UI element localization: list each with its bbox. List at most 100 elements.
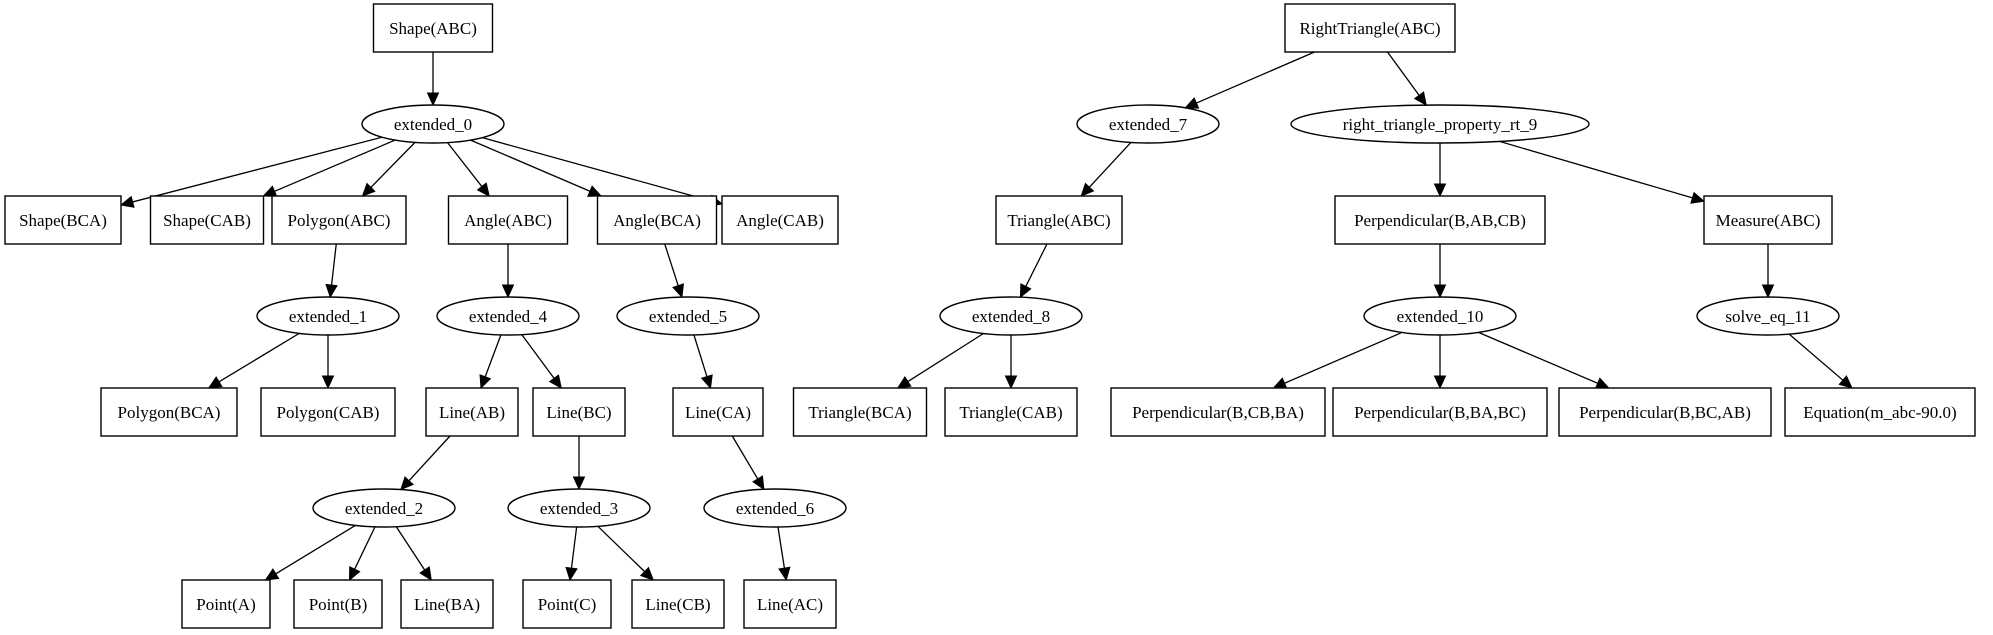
arrowhead-icon — [1433, 375, 1447, 390]
edge-line — [395, 526, 426, 571]
arrowhead-icon — [119, 195, 135, 208]
node-label: Shape(ABC) — [389, 19, 477, 38]
edge-extended-0-to-shape-bca — [119, 136, 383, 208]
node-extended-4: extended_4 — [436, 296, 580, 336]
arrowhead-icon — [262, 185, 278, 197]
node-point-a: Point(A) — [181, 579, 271, 629]
node-label: Perpendicular(B,BC,AB) — [1579, 403, 1751, 422]
node-angle-abc: Angle(ABC) — [447, 195, 569, 245]
edge-line-bc-to-extended-3 — [572, 436, 586, 491]
node-triangle-abc: Triangle(ABC) — [995, 195, 1123, 245]
node-label: Perpendicular(B,BA,BC) — [1354, 403, 1526, 422]
predicate-box — [100, 387, 238, 437]
node-label: Equation(m_abc-90.0) — [1803, 403, 1956, 422]
node-extended-3: extended_3 — [507, 488, 651, 528]
edge-rt-property-9-to-measure-abc — [1499, 140, 1706, 204]
arrowhead-icon — [264, 568, 280, 581]
node-label: Polygon(ABC) — [288, 211, 391, 230]
node-extended-8: extended_8 — [939, 296, 1083, 336]
predicate-box — [271, 195, 407, 245]
edge-solve-eq-11-to-equation-m-abc — [1788, 333, 1853, 389]
edge-line — [597, 525, 646, 573]
edge-extended-10-to-perp-b-bc-ab — [1478, 331, 1610, 389]
predicate-box — [631, 579, 725, 629]
arrowhead-icon — [361, 182, 376, 197]
arrowhead-icon — [572, 476, 586, 491]
edge-triangle-abc-to-extended-8 — [1019, 243, 1048, 299]
node-extended-0: extended_0 — [361, 104, 505, 144]
edge-line — [1025, 243, 1048, 287]
edge-line — [132, 136, 383, 203]
edge-perp-b-ab-cb-to-extended-10 — [1433, 244, 1447, 299]
node-label: extended_0 — [394, 115, 472, 134]
node-label: extended_2 — [345, 499, 423, 518]
edge-angle-abc-to-extended-4 — [501, 244, 515, 299]
predicate-box — [1703, 195, 1833, 245]
node-perp-b-ba-bc: Perpendicular(B,BA,BC) — [1332, 387, 1548, 437]
theorem-ellipse — [703, 488, 847, 528]
arrowhead-icon — [207, 376, 223, 389]
node-triangle-bca: Triangle(BCA) — [792, 387, 928, 437]
edges-layer — [119, 51, 1853, 582]
edge-polygon-abc-to-extended-1 — [325, 243, 338, 299]
node-label: Line(CA) — [685, 403, 751, 422]
edge-line — [693, 334, 708, 377]
arrowhead-icon — [479, 374, 492, 390]
node-label: RightTriangle(ABC) — [1299, 19, 1440, 38]
theorem-ellipse — [1076, 104, 1220, 144]
edge-line — [354, 526, 376, 570]
arrowhead-icon — [1690, 191, 1706, 204]
edge-extended-4-to-line-bc — [521, 334, 562, 389]
edge-extended-10-to-perp-b-ba-bc — [1433, 335, 1447, 390]
edge-line — [447, 142, 483, 187]
node-line-ca: Line(CA) — [672, 387, 764, 437]
theorem-ellipse — [436, 296, 580, 336]
node-label: Perpendicular(B,AB,CB) — [1354, 211, 1526, 230]
predicate-box — [596, 195, 718, 245]
node-angle-cab: Angle(CAB) — [721, 195, 839, 245]
theorem-ellipse — [1363, 296, 1517, 336]
edge-line — [1088, 141, 1132, 188]
edge-extended-1-to-polygon-cab — [321, 335, 335, 390]
arrowhead-icon — [548, 374, 562, 389]
predicate-box — [149, 195, 265, 245]
predicate-box — [1284, 3, 1456, 53]
edge-line — [275, 524, 356, 575]
edge-right-triangle-abc-to-rt-property-9 — [1386, 51, 1427, 107]
edge-line-ab-to-extended-2 — [400, 435, 451, 491]
edge-extended-7-to-triangle-abc — [1080, 141, 1132, 197]
edge-extended-1-to-polygon-bca — [207, 332, 300, 389]
predicate-box — [672, 387, 764, 437]
node-right-triangle-abc: RightTriangle(ABC) — [1284, 3, 1456, 53]
predicate-box — [4, 195, 122, 245]
node-label: Line(BC) — [546, 403, 611, 422]
node-measure-abc: Measure(ABC) — [1703, 195, 1833, 245]
arrowhead-icon — [896, 375, 912, 389]
predicate-box — [293, 579, 383, 629]
node-perp-b-cb-ba: Perpendicular(B,CB,BA) — [1110, 387, 1326, 437]
edge-line — [1499, 140, 1693, 199]
theorem-ellipse — [616, 296, 760, 336]
edge-line — [570, 526, 578, 569]
node-label: Polygon(BCA) — [118, 403, 221, 422]
node-angle-bca: Angle(BCA) — [596, 195, 718, 245]
edge-angle-bca-to-extended-5 — [664, 243, 685, 299]
arrowhead-icon — [700, 374, 713, 390]
node-shape-cab: Shape(CAB) — [149, 195, 265, 245]
arrowhead-icon — [587, 185, 603, 197]
arrowhead-icon — [1019, 283, 1032, 299]
edge-line-ca-to-extended-6 — [731, 435, 765, 491]
edge-line — [218, 332, 300, 383]
edge-extended-3-to-line-cb — [597, 525, 655, 581]
node-label: Shape(BCA) — [19, 211, 107, 230]
node-label: Perpendicular(B,CB,BA) — [1132, 403, 1304, 422]
edge-rt-property-9-to-perp-b-ab-cb — [1433, 143, 1447, 198]
node-solve-eq-11: solve_eq_11 — [1696, 296, 1840, 336]
predicate-box — [944, 387, 1078, 437]
node-label: Triangle(CAB) — [959, 403, 1062, 422]
edge-line — [731, 435, 759, 480]
arrowhead-icon — [325, 283, 338, 299]
edge-extended-2-to-line-ba — [395, 526, 432, 582]
